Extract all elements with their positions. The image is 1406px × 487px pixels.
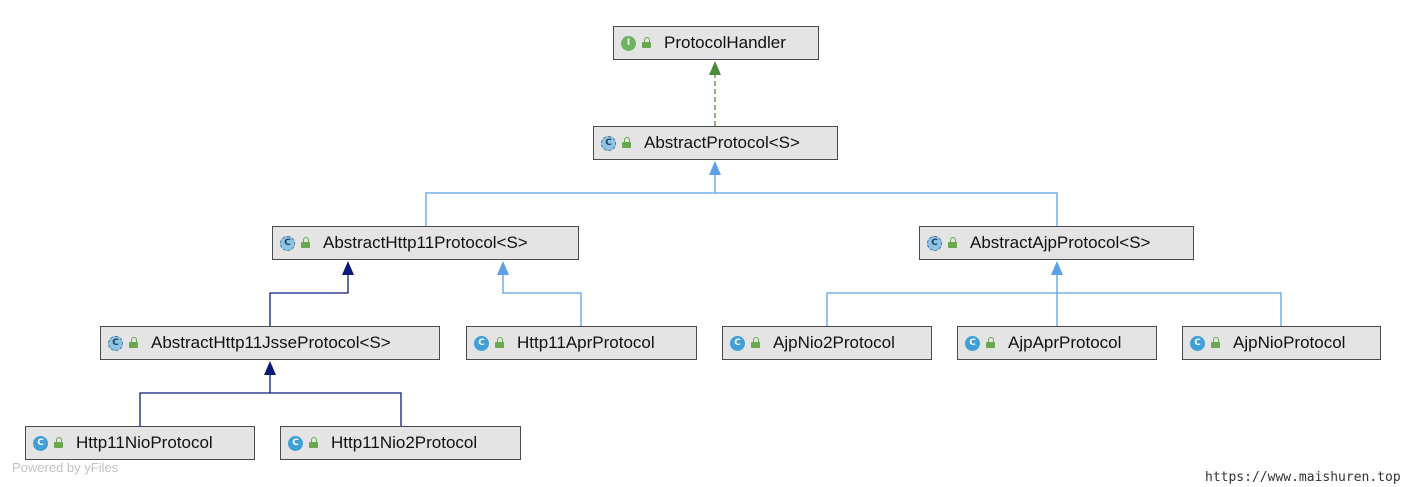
public-lock-icon bbox=[128, 337, 139, 349]
abstract-class-icon: C bbox=[927, 235, 942, 251]
public-lock-icon bbox=[985, 337, 996, 349]
node-protocol-handler[interactable]: I ProtocolHandler bbox=[613, 26, 819, 60]
node-http11-apr-protocol[interactable]: C Http11AprProtocol bbox=[466, 326, 697, 360]
extends-abstract-arrowhead bbox=[264, 361, 276, 375]
node-label: AbstractProtocol<S> bbox=[644, 133, 800, 152]
node-label: Http11NioProtocol bbox=[76, 433, 213, 452]
node-abstract-protocol[interactable]: C AbstractProtocol<S> bbox=[593, 126, 838, 160]
node-ajp-apr-protocol[interactable]: C AjpAprProtocol bbox=[957, 326, 1157, 360]
node-abstract-ajp-protocol[interactable]: C AbstractAjpProtocol<S> bbox=[919, 226, 1194, 260]
implements-arrowhead bbox=[709, 61, 721, 75]
node-label: AjpNio2Protocol bbox=[773, 333, 895, 352]
abstract-class-icon: C bbox=[108, 335, 123, 351]
node-label: AbstractHttp11Protocol<S> bbox=[323, 233, 528, 252]
extends-edge bbox=[425, 192, 1058, 226]
node-label: ProtocolHandler bbox=[664, 33, 786, 52]
extends-edge bbox=[502, 274, 582, 326]
node-http11-nio2-protocol[interactable]: C Http11Nio2Protocol bbox=[280, 426, 521, 460]
node-abstract-http11-jsse-protocol[interactable]: C AbstractHttp11JsseProtocol<S> bbox=[100, 326, 440, 360]
public-lock-icon bbox=[947, 237, 958, 249]
extends-arrowhead bbox=[709, 161, 721, 175]
abstract-class-icon: C bbox=[601, 135, 616, 151]
public-lock-icon bbox=[308, 437, 319, 449]
class-icon: C bbox=[730, 335, 745, 351]
abstract-class-icon: C bbox=[280, 235, 295, 251]
extends-abstract-arrowhead bbox=[342, 261, 354, 275]
extends-arrowhead bbox=[1051, 261, 1063, 275]
node-ajp-nio2-protocol[interactable]: C AjpNio2Protocol bbox=[722, 326, 932, 360]
public-lock-icon bbox=[53, 437, 64, 449]
extends-edge bbox=[826, 292, 1282, 326]
class-icon: C bbox=[1190, 335, 1205, 351]
node-label: AjpAprProtocol bbox=[1008, 333, 1122, 352]
public-lock-icon bbox=[750, 337, 761, 349]
public-lock-icon bbox=[1210, 337, 1221, 349]
powered-by-label: Powered by yFiles bbox=[12, 460, 119, 475]
extends-abstract-edge bbox=[269, 274, 349, 326]
node-label: AbstractAjpProtocol<S> bbox=[970, 233, 1151, 252]
extends-arrowhead bbox=[497, 261, 509, 275]
class-icon: C bbox=[288, 435, 303, 451]
public-lock-icon bbox=[621, 137, 632, 149]
interface-icon: I bbox=[621, 35, 636, 51]
public-lock-icon bbox=[494, 337, 505, 349]
node-abstract-http11-protocol[interactable]: C AbstractHttp11Protocol<S> bbox=[272, 226, 579, 260]
public-lock-icon bbox=[641, 37, 652, 49]
node-label: AjpNioProtocol bbox=[1233, 333, 1346, 352]
node-http11-nio-protocol[interactable]: C Http11NioProtocol bbox=[25, 426, 255, 460]
class-icon: C bbox=[965, 335, 980, 351]
node-label: Http11AprProtocol bbox=[517, 333, 655, 352]
extends-abstract-edge bbox=[139, 392, 402, 426]
public-lock-icon bbox=[300, 237, 311, 249]
node-ajp-nio-protocol[interactable]: C AjpNioProtocol bbox=[1182, 326, 1381, 360]
class-icon: C bbox=[474, 335, 489, 351]
node-label: Http11Nio2Protocol bbox=[331, 433, 478, 452]
watermark-url: https://www.maishuren.top bbox=[1205, 470, 1401, 485]
node-label: AbstractHttp11JsseProtocol<S> bbox=[151, 333, 391, 352]
class-icon: C bbox=[33, 435, 48, 451]
